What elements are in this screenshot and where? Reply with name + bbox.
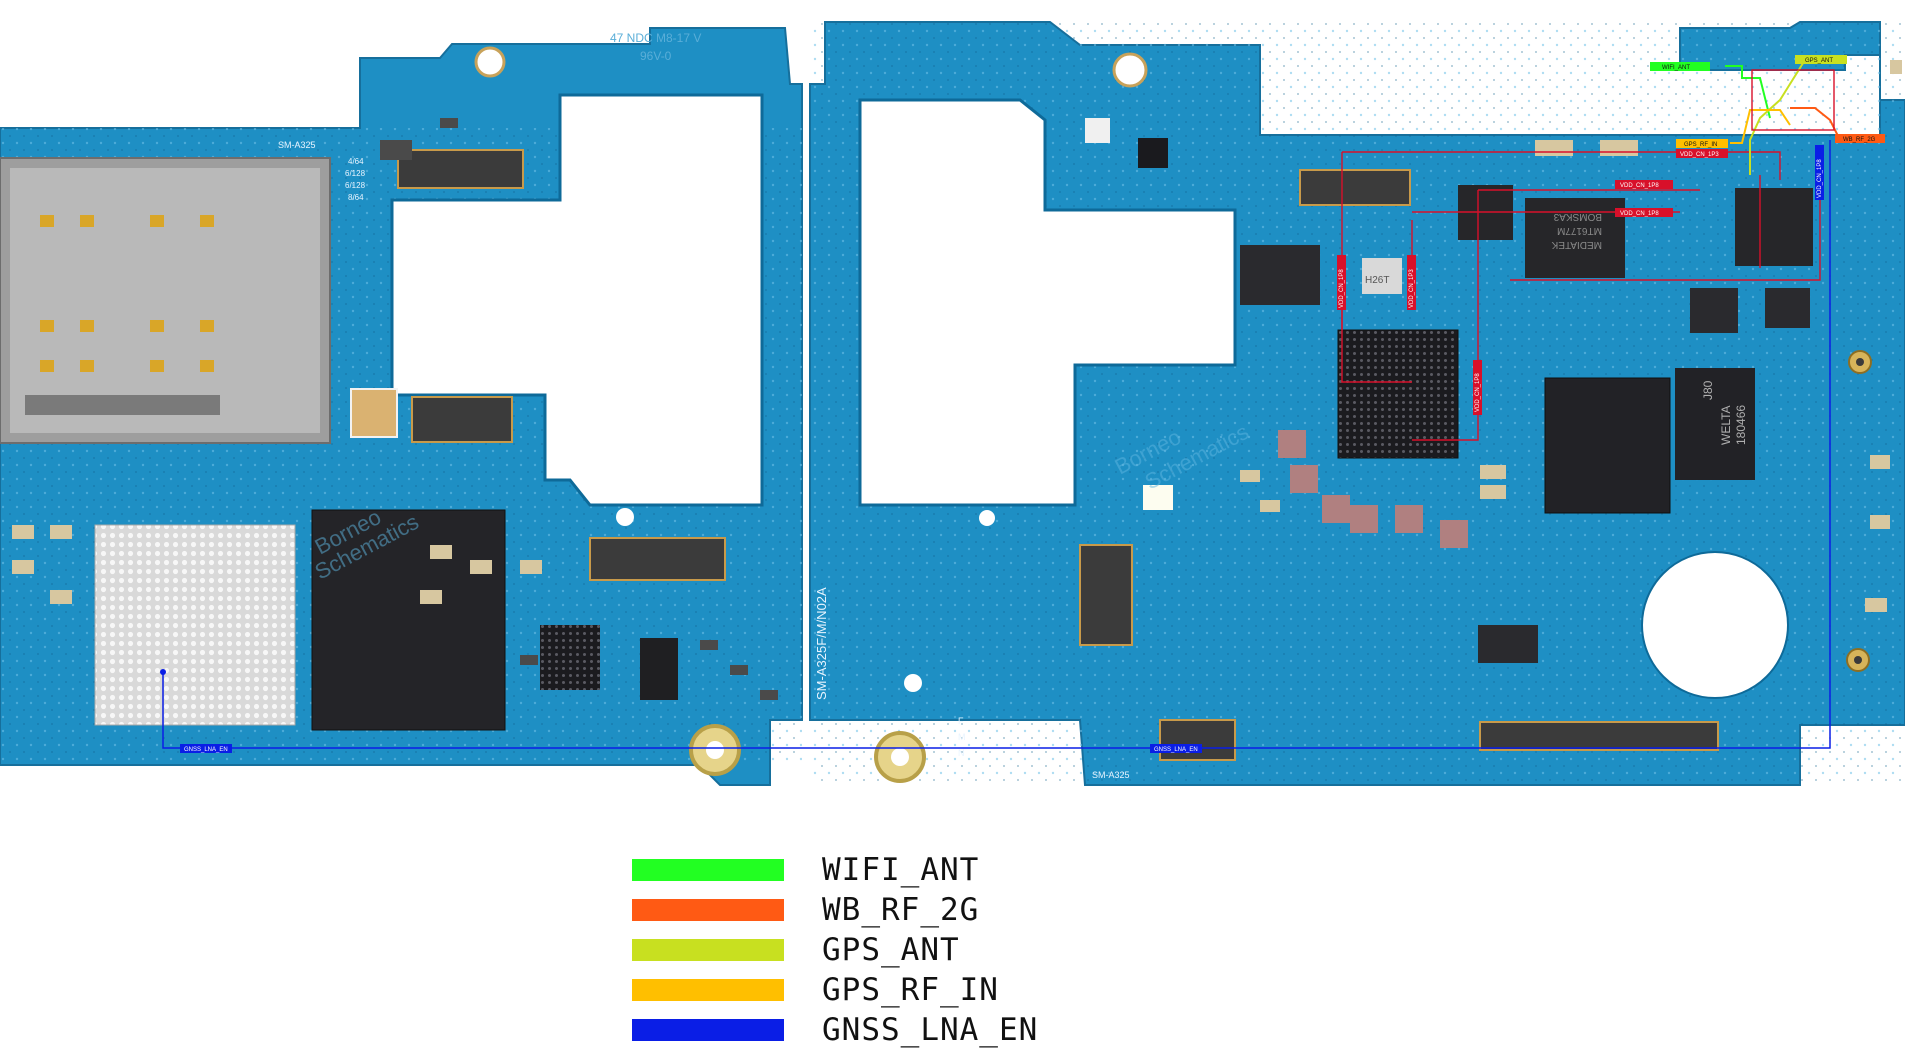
trace-wifi-ant: [1725, 65, 1771, 119]
trace-wb-rf-2g: [1790, 107, 1841, 141]
silk-code-top2: 96V-0: [640, 49, 672, 63]
sim-contacts: [40, 215, 214, 372]
legend-swatch: [632, 1019, 784, 1041]
silk-fmn-n: N: [958, 748, 965, 758]
silk-layer-4: 8/64: [348, 193, 364, 202]
tag-gps-ant: GPS_ANT: [1805, 58, 1833, 64]
legend-row-wb-rf-2g: WB_RF_2G: [632, 890, 1132, 930]
tag-vdd-1: VDD_CN_1P3: [1680, 152, 1719, 158]
trace-gnss-lna-en: [162, 140, 1831, 749]
silk-fmn-m: M: [958, 732, 966, 742]
tag-vdd-5: VDD_CN_1P3: [1409, 269, 1415, 308]
silk-layer-2: 6/128: [345, 169, 366, 178]
legend-label: GPS_ANT: [822, 932, 960, 968]
legend-row-wifi-ant: WIFI_ANT: [632, 850, 1132, 890]
chip-label-code: BOMSKA3: [1553, 211, 1602, 222]
legend-swatch: [632, 979, 784, 1001]
legend-row-gnss-lna-en: GNSS_LNA_EN: [632, 1010, 1132, 1050]
legend-row-gps-ant: GPS_ANT: [632, 930, 1132, 970]
right-board: SM-A325F/M/N02A SM-A325 F M N MEDIATEK M…: [809, 21, 1905, 786]
tag-wifi-ant: WIFI_ANT: [1662, 65, 1690, 71]
tag-gnss-lna-en-left: GNSS_LNA_EN: [184, 747, 228, 753]
chip-label-h26t: H26T: [1365, 275, 1389, 286]
chip-label-mt: MT6177M: [1557, 225, 1602, 236]
tag-vdd-6: VDD_CN_1P8: [1475, 373, 1481, 412]
tag-gnss-lna-en-mid: GNSS_LNA_EN: [1154, 747, 1198, 753]
silk-model-top-left: SM-A325: [278, 140, 316, 150]
tag-vdd-3: VDD_CN_1P8: [1620, 211, 1659, 217]
silk-layer-1: 4/64: [348, 157, 364, 166]
tag-wb-rf-2g: WB_RF_2G: [1843, 137, 1876, 143]
left-board: SM-A325 47 NDC M8-17 V 96V-0 4/64 6/128 …: [0, 27, 803, 786]
chip-label-welta: WELTA: [1719, 405, 1733, 445]
legend: WIFI_ANT WB_RF_2G GPS_ANT GPS_RF_IN GNSS…: [632, 850, 1132, 1050]
net-tags: WIFI_ANT GPS_ANT GPS_RF_IN WB_RF_2G GNSS…: [180, 55, 1885, 753]
legend-label: GPS_RF_IN: [822, 972, 999, 1008]
tag-gps-rf-in: GPS_RF_IN: [1684, 142, 1717, 148]
chip-label-num: 180466: [1734, 405, 1748, 445]
legend-label: WIFI_ANT: [822, 852, 980, 888]
legend-swatch: [632, 859, 784, 881]
legend-label: WB_RF_2G: [822, 892, 980, 928]
silk-model-mid: SM-A325F/M/N02A: [814, 587, 829, 700]
tag-vdd-4: VDD_CN_1P8: [1339, 269, 1345, 308]
silk-model-bottom: SM-A325: [1092, 770, 1130, 780]
legend-swatch: [632, 899, 784, 921]
legend-label: GNSS_LNA_EN: [822, 1012, 1039, 1048]
silk-code-top: 47 NDC M8-17 V: [610, 31, 701, 45]
chip-label-j80: J80: [1701, 380, 1715, 400]
silk-fmn-f: F: [958, 716, 964, 726]
tag-vdd-7: VDD_CN_1P8: [1817, 159, 1823, 198]
legend-swatch: [632, 939, 784, 961]
legend-row-gps-rf-in: GPS_RF_IN: [632, 970, 1132, 1010]
tag-vdd-2: VDD_CN_1P8: [1620, 183, 1659, 189]
silk-layer-3: 6/128: [345, 181, 366, 190]
trace-gps-rf-in: [1730, 109, 1791, 144]
chip-label-mediatek: MEDIATEK: [1551, 239, 1602, 250]
